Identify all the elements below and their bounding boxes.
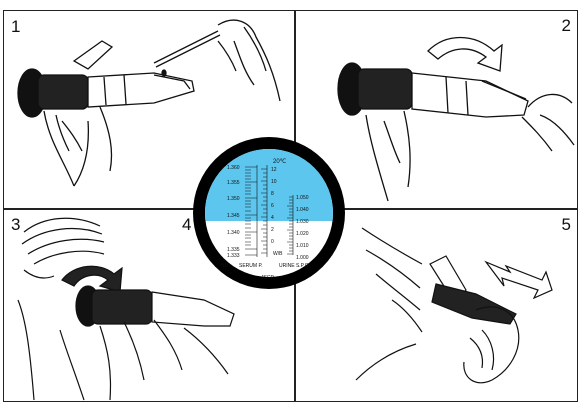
serum-tick-label: 6 (271, 203, 274, 209)
brand-label: JSCP (261, 275, 274, 281)
scale-temperature: 20℃ (273, 159, 287, 165)
serum-bottom-label: W/B (273, 251, 283, 257)
nd-tick-label: 1.355 (227, 180, 240, 186)
serum-tick-label: 10 (271, 179, 277, 185)
serum-label: SERUM P. (239, 263, 263, 269)
urine-label: URINE S.P.G. (279, 263, 310, 269)
serum-tick-label: 8 (271, 191, 274, 197)
serum-tick-label: 2 (271, 227, 274, 233)
nd-tick-label: 1.350 (227, 196, 240, 202)
urine-tick-label: 1.010 (296, 243, 309, 249)
refractometer-scale-view: 20℃ 1.360 1.355 1.350 1.345 1.340 1.335 … (193, 133, 345, 293)
urine-tick-label: 1.000 (296, 255, 309, 261)
urine-tick-label: 1.020 (296, 231, 309, 237)
urine-tick-label: 1.030 (296, 219, 309, 225)
urine-tick-label: 1.040 (296, 207, 309, 213)
serum-tick-label: 12 (271, 167, 277, 173)
nd-tick-label: 1.340 (227, 230, 240, 236)
urine-tick-label: 1.050 (296, 195, 309, 201)
serum-tick-label: 4 (271, 215, 274, 221)
nd-tick-label: 1.333 (227, 253, 240, 259)
nd-tick-label: 1.360 (227, 165, 240, 171)
nd-label: ND. (221, 263, 230, 269)
serum-tick-label: 0 (271, 239, 274, 245)
nd-tick-label: 1.345 (227, 213, 240, 219)
